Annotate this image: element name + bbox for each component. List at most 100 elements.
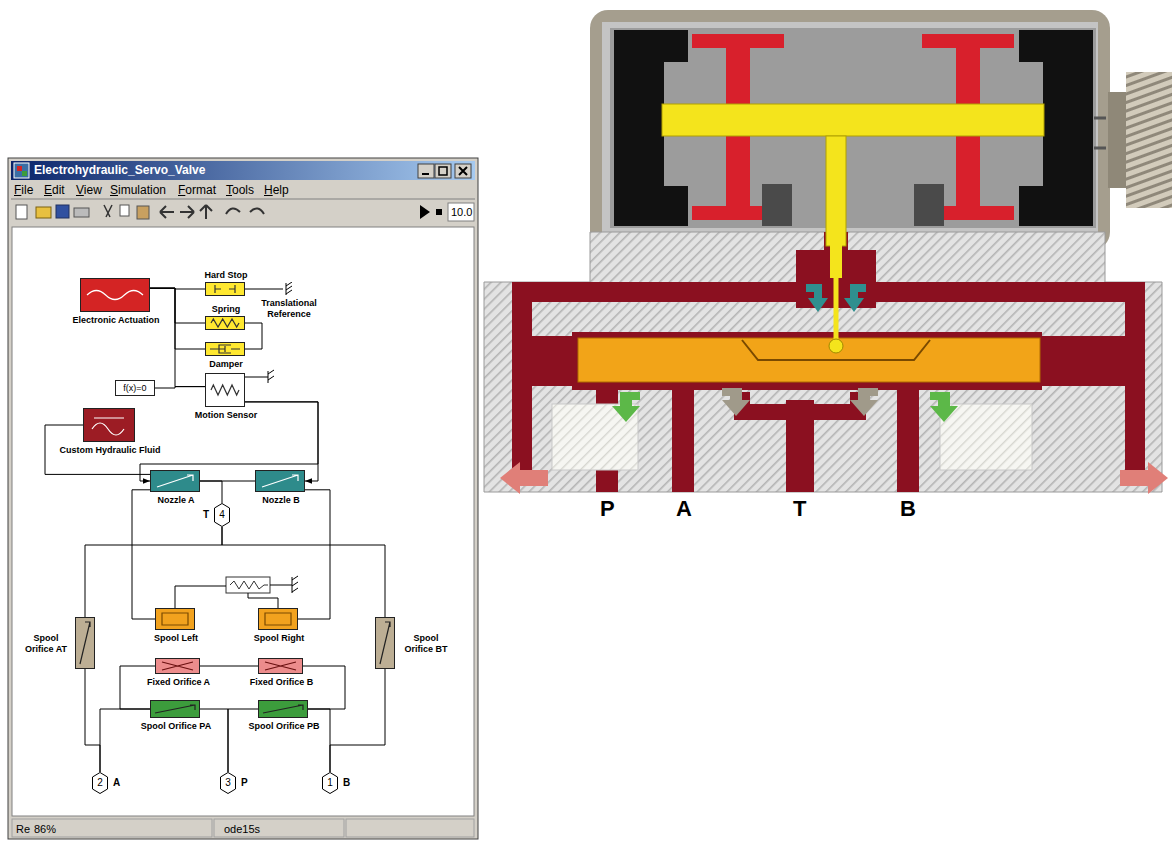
paste-icon [137, 206, 149, 219]
drain-arrow [500, 462, 548, 494]
connector-body [1108, 92, 1126, 188]
up-icon [200, 205, 212, 219]
block-label: Translational Reference [250, 298, 328, 320]
oil-channel [522, 292, 1135, 476]
block-symbol [206, 343, 244, 355]
port-block: 3P [220, 772, 236, 794]
forward-icon [180, 206, 194, 218]
title-bar [11, 161, 475, 180]
open-icon [36, 207, 51, 218]
spool-spring-block [226, 577, 270, 593]
port-letter: P [600, 497, 615, 521]
block-glyph [210, 345, 240, 353]
connection-line [228, 709, 258, 772]
spool-spring-symbol [230, 581, 268, 589]
motor-housing [590, 10, 1110, 250]
block-glyph [211, 319, 239, 327]
connector-thread [1126, 72, 1172, 208]
port-name: B [342, 777, 351, 789]
block-label: Hard Stop [204, 270, 249, 281]
close-glyph [459, 167, 467, 175]
port-channel [607, 388, 908, 492]
block-label: Spool Orifice BT [400, 633, 452, 655]
window-frame [8, 158, 478, 839]
block-label: Motion Sensor [194, 410, 259, 421]
connection-line [330, 669, 385, 772]
connection-line [200, 666, 258, 667]
connection-line [308, 709, 330, 772]
reference-block: Translational Reference [283, 282, 295, 296]
armature [662, 104, 1044, 136]
port-block: 2A [92, 772, 108, 794]
damper-block: Damper [205, 342, 245, 356]
coil [922, 34, 1014, 48]
fixed-orifice-block: Fixed Orifice B [258, 658, 303, 674]
feedback-ball [829, 339, 843, 353]
fixed-orifice-block: Fixed Orifice A [155, 658, 200, 674]
block-symbol [259, 659, 302, 673]
port-block: 4T [214, 503, 230, 527]
valve-body [484, 232, 1162, 492]
menu-item: Edit [44, 182, 65, 198]
connector-pin [1094, 118, 1106, 148]
port-outline [323, 773, 338, 794]
block-symbol [206, 317, 244, 329]
port-number: 3 [225, 777, 231, 789]
status-text: Re [16, 822, 30, 836]
pivot-block [914, 184, 944, 226]
window-icon [14, 163, 29, 178]
spool [578, 338, 1040, 382]
save-icon [56, 205, 69, 218]
sensor-reference-wire [245, 370, 274, 383]
port-name: A [112, 777, 121, 789]
connection-line [200, 481, 222, 503]
block-label: Custom Hydraulic Fluid [59, 445, 162, 456]
copy-icon [120, 205, 129, 216]
back-icon [160, 206, 174, 218]
port-name: T [202, 509, 210, 521]
motor-cavity [602, 22, 1098, 234]
block-label: Spool Orifice PA [140, 721, 212, 732]
stop-icon [436, 209, 442, 215]
nozzle-arrow [844, 284, 866, 312]
block-symbol [76, 618, 94, 668]
block-label: Spool Orifice AT [20, 633, 72, 655]
menu-item: File [14, 182, 33, 198]
nozzle-block: Nozzle B [255, 470, 305, 492]
block-label: Nozzle B [261, 495, 301, 506]
port-number: 2 [97, 777, 103, 789]
connection-line [200, 709, 228, 772]
servo-valve-section [484, 10, 1172, 494]
start-icon [420, 205, 430, 219]
block-glyph [215, 285, 235, 293]
block-glyph [157, 475, 193, 487]
drain-arrow [1120, 462, 1168, 494]
flow-arrow [930, 392, 958, 422]
block-glyph [155, 705, 195, 713]
block-symbol [81, 279, 149, 311]
fluid-block: Custom Hydraulic Fluid [83, 408, 135, 442]
end-cap [940, 404, 1032, 470]
connection-line [245, 289, 283, 290]
block-glyph [262, 475, 298, 487]
port-letter: B [900, 497, 916, 521]
menu-item: Format [178, 182, 216, 198]
port-letter: T [793, 497, 806, 521]
menu-item: Simulation [110, 182, 166, 198]
print-icon [74, 208, 89, 217]
block-symbol [151, 701, 199, 717]
sensor-block: Motion Sensor [205, 373, 245, 407]
spool-groove [742, 340, 930, 360]
tank-channel [742, 392, 858, 412]
solver-block: f(x)=0 [115, 380, 155, 396]
flapper [834, 276, 839, 344]
ground-symbol [283, 282, 295, 296]
block-label: Fixed Orifice A [146, 677, 211, 688]
status-panel [214, 819, 344, 837]
connection-line [150, 288, 205, 386]
block-symbol [256, 471, 304, 491]
coil [692, 34, 784, 48]
block-symbol [259, 609, 297, 629]
window-icon [17, 166, 22, 171]
return-arrow [850, 388, 878, 416]
